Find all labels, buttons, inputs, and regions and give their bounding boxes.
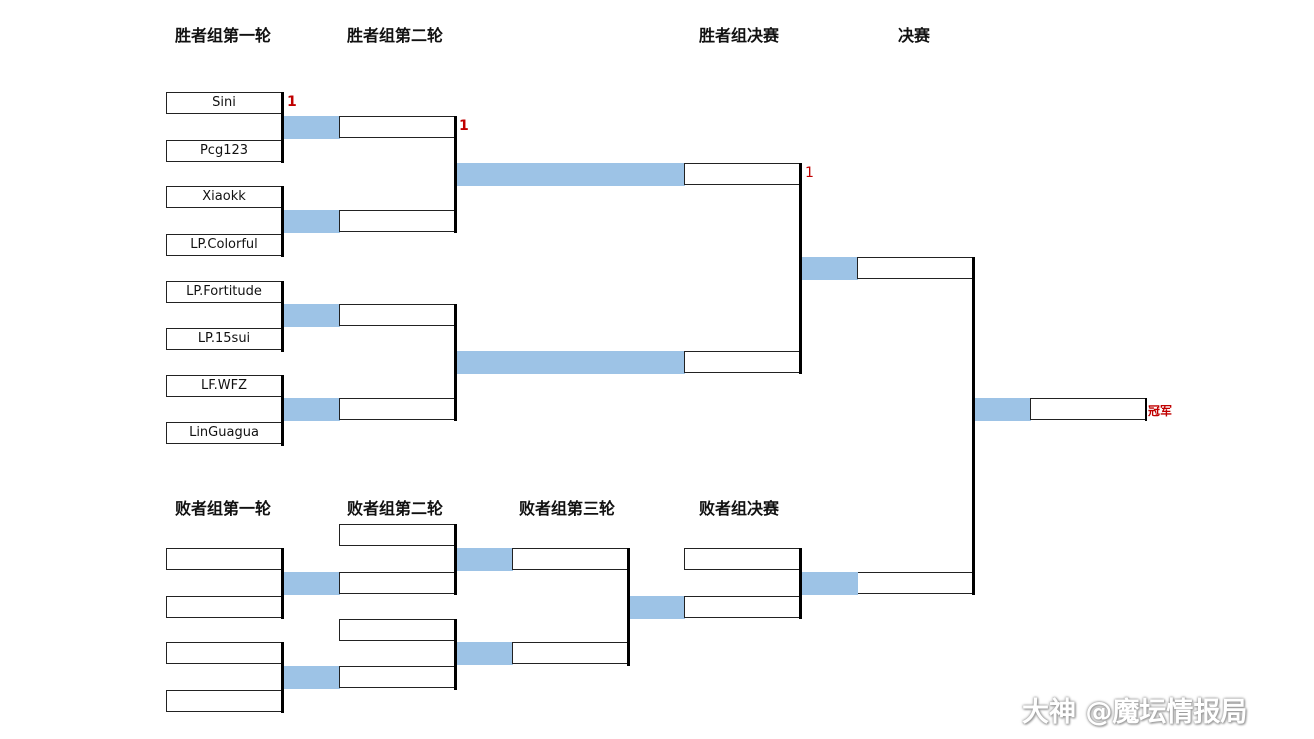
bracket-connector (630, 596, 685, 619)
bracket-line (799, 548, 802, 619)
header-winners-round-2: 胜者组第二轮 (347, 26, 444, 45)
lb-r1-slot (166, 596, 282, 618)
lb-r2-slot (339, 666, 455, 688)
bracket-line (281, 548, 284, 619)
header-losers-round-2: 败者组第二轮 (347, 499, 444, 518)
champion-slot (1030, 398, 1146, 420)
bracket-connector (802, 257, 858, 280)
bracket-line (454, 524, 457, 595)
champion-label: 冠军 (1148, 404, 1173, 418)
bracket-line (799, 163, 802, 374)
bracket-line (454, 619, 457, 690)
bracket-line (281, 375, 284, 446)
bracket-line (972, 257, 975, 595)
header-winners-round-1: 胜者组第一轮 (175, 26, 272, 45)
lb-final-slot (684, 548, 800, 570)
bracket-connector (457, 642, 513, 665)
header-losers-round-3: 败者组第三轮 (519, 499, 616, 518)
watermark: 大神 @魔坛情报局 (1022, 697, 1248, 728)
lb-r2-slot (339, 619, 455, 641)
bracket-connector (284, 572, 340, 595)
bracket-connector (975, 398, 1031, 421)
header-losers-round-1: 败者组第一轮 (175, 499, 272, 518)
bracket-connector (802, 572, 858, 595)
lb-r2-slot (339, 524, 455, 546)
lb-r2-slot (339, 572, 455, 594)
bracket-connector (284, 304, 340, 327)
bracket-connector (457, 163, 685, 186)
wb-r2-slot (339, 210, 455, 232)
bracket-connector (284, 116, 340, 139)
bracket-connector (457, 548, 513, 571)
bracket-connector (284, 398, 340, 421)
bracket-connector (284, 666, 340, 689)
header-losers-final: 败者组决赛 (699, 499, 780, 518)
wb-r2-slot (339, 116, 455, 138)
lb-r1-slot (166, 642, 282, 664)
score-sini: 1 (287, 94, 297, 110)
wb-final-slot (684, 351, 800, 373)
wb-r1-slot: LF.WFZ (166, 375, 282, 397)
lb-r1-slot (166, 548, 282, 570)
lb-final-slot (684, 596, 800, 618)
bracket-line (1145, 398, 1147, 421)
score-wb-final: 1 (805, 165, 814, 181)
grand-final-slot (857, 257, 973, 279)
bracket-line (454, 304, 457, 421)
score-wb-r2: 1 (459, 118, 469, 134)
bracket-connector (457, 351, 685, 374)
lb-r3-slot (512, 642, 628, 664)
bracket-line (281, 642, 284, 713)
grand-final-slot (857, 572, 973, 594)
wb-r2-slot (339, 398, 455, 420)
wb-r1-slot: Sini (166, 92, 282, 114)
bracket-line (454, 116, 457, 233)
wb-r1-slot: Xiaokk (166, 186, 282, 208)
lb-r3-slot (512, 548, 628, 570)
wb-r2-slot (339, 304, 455, 326)
wb-r1-slot: LP.Colorful (166, 234, 282, 256)
bracket-line (281, 281, 284, 352)
wb-r1-slot: LP.15sui (166, 328, 282, 350)
bracket-line (281, 186, 284, 257)
bracket-connector (284, 210, 340, 233)
header-winners-final: 胜者组决赛 (699, 26, 780, 45)
lb-r1-slot (166, 690, 282, 712)
bracket-line (627, 548, 630, 666)
wb-r1-slot: LP.Fortitude (166, 281, 282, 303)
wb-final-slot (684, 163, 800, 185)
bracket-line (281, 92, 284, 163)
header-grand-final: 决赛 (898, 26, 931, 45)
wb-r1-slot: LinGuagua (166, 422, 282, 444)
wb-r1-slot: Pcg123 (166, 140, 282, 162)
